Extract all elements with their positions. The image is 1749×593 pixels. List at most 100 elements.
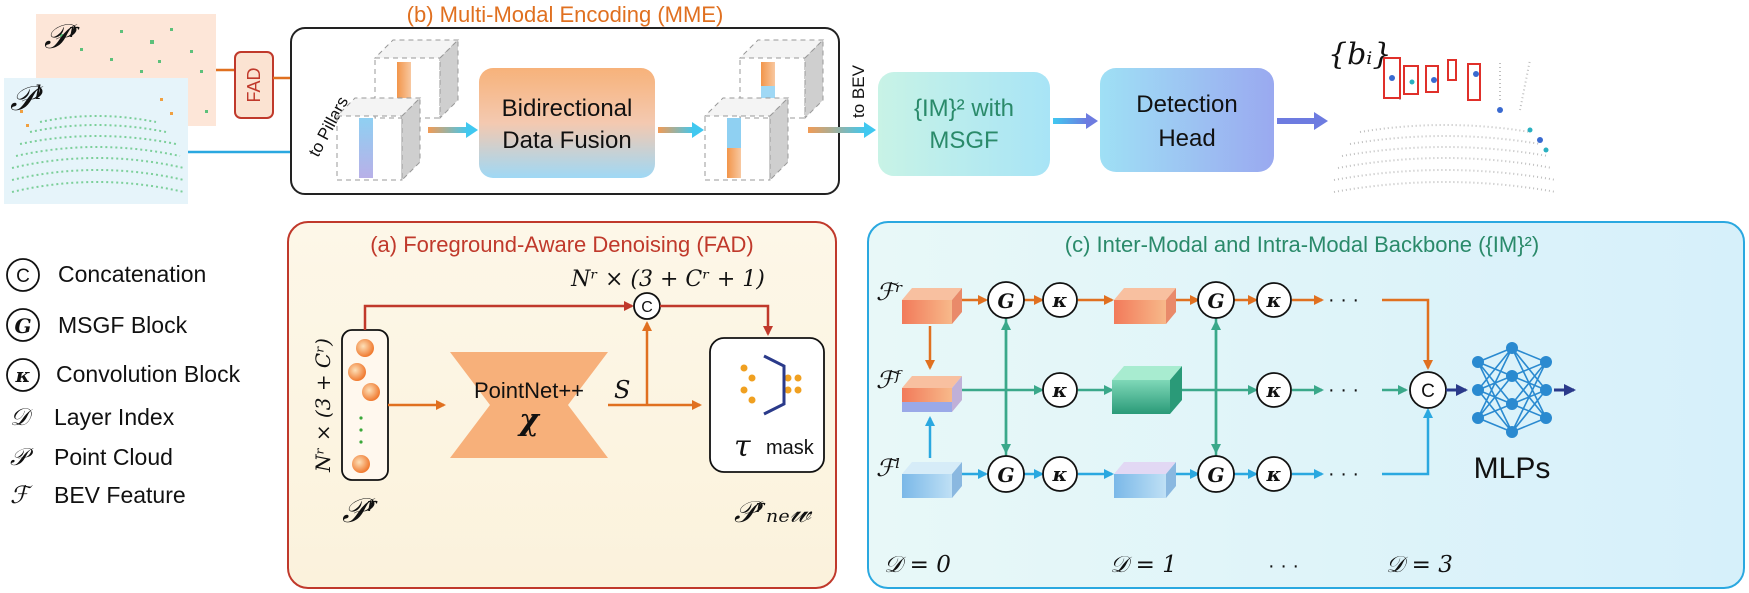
output-boxes-label: {bᵢ} (1328, 37, 1391, 72)
msgf-node-radar-d1[interactable]: G (1197, 281, 1235, 319)
conv-node-glyph: κ (1052, 462, 1068, 486)
feature-radar-label: ℱʳ (876, 278, 903, 306)
fad-point-ellipsis (359, 416, 363, 444)
mask-box (709, 337, 825, 473)
backbone-title: (c) Inter-Modal and Intra-Modal Backbone… (1065, 232, 1539, 257)
legend-concat-symbol (6, 258, 40, 292)
detection-head-box[interactable] (1100, 68, 1274, 172)
detection-output-image (1330, 30, 1560, 196)
feature-fused-block (902, 376, 962, 412)
legend-conv-symbol (6, 358, 40, 392)
fad-point (362, 383, 380, 401)
legend-cloud-label: Point Cloud (54, 444, 173, 470)
mask-tau: τ (734, 429, 751, 464)
fusion-label-line2: Data Fusion (502, 127, 631, 154)
fad-input-label: 𝒫ʳ (342, 491, 378, 531)
mme-to-im2-arrow (808, 127, 866, 133)
pointnet-shape[interactable] (450, 352, 608, 458)
fad-output-label: 𝒫ʳₙₑ𝓌 (734, 495, 813, 530)
legend-msgf-label: MSGF Block (58, 312, 188, 338)
conv-node-lidar-d1[interactable]: κ (1256, 456, 1292, 492)
head-label-line1: Detection (1136, 91, 1237, 118)
feature-lidar-block (902, 462, 962, 498)
legend-concat-glyph: C (16, 266, 30, 287)
layer-index-d0: 𝒟 = 0 (884, 552, 951, 578)
fad-point (352, 455, 370, 473)
msgf-node-lidar-d1[interactable]: G (1197, 455, 1235, 493)
feature-radar-block (902, 288, 962, 324)
fusion-to-pillars-arrow (658, 127, 694, 133)
radar-feature-block-d1 (1114, 288, 1176, 324)
mask-label: mask (766, 437, 815, 459)
fusion-label-line1: Bidirectional (502, 95, 633, 122)
legend-feature-glyph: ℱ (10, 481, 33, 509)
radar-row-to-concat (1382, 298, 1433, 370)
legend-cloud-glyph: 𝒫 (10, 443, 34, 471)
mask-points-icon (740, 364, 802, 404)
fused-row-dots: · · · (1328, 379, 1359, 401)
bidirectional-fusion-box[interactable] (479, 68, 655, 178)
feature-lidar-label: ℱˡ (876, 454, 901, 482)
legend-layer-label: Layer Index (54, 404, 175, 430)
lidar-row-to-concat (1382, 408, 1433, 476)
fused-feature-block-d1 (1112, 366, 1182, 414)
conv-node-glyph: κ (1052, 288, 1068, 312)
fad-dim-side: Nʳ × (3 + Cʳ) (311, 338, 335, 473)
head-to-output-arrow (1277, 118, 1317, 124)
legend-msgf-symbol (6, 308, 40, 342)
head-label-line2: Head (1158, 125, 1215, 152)
msgf-node-glyph: G (997, 463, 1014, 487)
mask-filter-icon (763, 354, 786, 416)
fad-point (356, 339, 374, 357)
mme-title: (b) Multi-Modal Encoding (MME) (407, 2, 724, 27)
mme-to-im2-arrowhead (864, 122, 876, 138)
backbone-concat-node[interactable]: C (1409, 371, 1447, 409)
fad-dim-top: Nʳ × (3 + Cʳ + 1) (570, 267, 765, 292)
conv-node-glyph: κ (1266, 288, 1282, 312)
lidar-point-cloud-image (4, 78, 188, 204)
fad-concat-glyph: C (641, 299, 653, 316)
conv-node-fused-d1[interactable]: κ (1256, 372, 1292, 408)
im2-label-line1: {IM}² with (914, 95, 1014, 122)
msgf-node-glyph: G (1207, 463, 1224, 487)
pointnet-chi: χ (517, 403, 541, 438)
fused-pillar-cube-top (738, 38, 825, 120)
conv-node-radar-d0[interactable]: κ (1042, 282, 1078, 318)
im2-label-line2: MSGF (929, 127, 998, 154)
fad-s-label: S (614, 376, 630, 404)
mlp-network-icon (1472, 342, 1552, 438)
legend-conv-glyph: κ (15, 363, 31, 387)
mlps-label: MLPs (1474, 452, 1551, 485)
legend: C Concatenation G MSGF Block κ Convoluti… (6, 258, 241, 509)
conv-node-fused-d0[interactable]: κ (1042, 372, 1078, 408)
layer-index-dots: · · · (1268, 555, 1299, 577)
legend-msgf-glyph: G (14, 314, 31, 338)
to-bev-label: to BEV (849, 64, 868, 118)
lidar-feature-block-d1 (1114, 462, 1176, 498)
fad-point (348, 363, 366, 381)
head-to-output-arrowhead (1314, 112, 1328, 130)
pillars-to-fusion-arrowhead (466, 122, 478, 138)
fad-tag-label: FAD (244, 67, 264, 102)
fusion-to-pillars-arrowhead (692, 122, 704, 138)
conv-node-glyph: κ (1052, 378, 1068, 402)
lidar-input-label: 𝒫ˡ (10, 79, 44, 119)
legend-feature-label: BEV Feature (54, 482, 186, 508)
layer-index-d1: 𝒟 = 1 (1110, 552, 1177, 578)
msgf-node-glyph: G (997, 289, 1014, 313)
msgf-node-radar-d0[interactable]: G (987, 281, 1025, 319)
fad-skip-line (363, 301, 634, 330)
pillars-to-fusion-arrow (428, 127, 468, 133)
conv-node-glyph: κ (1266, 378, 1282, 402)
msgf-node-lidar-d0[interactable]: G (987, 455, 1025, 493)
fad-concat-to-mask-line (660, 304, 773, 336)
conv-node-lidar-d0[interactable]: κ (1042, 456, 1078, 492)
fad-tag-box (234, 51, 274, 119)
legend-conv-label: Convolution Block (56, 361, 241, 387)
lidar-row-dots: · · · (1328, 463, 1359, 485)
layer-index-d3: 𝒟 = 3 (1386, 552, 1453, 578)
pointnet-label: PointNet++ (474, 378, 584, 403)
conv-node-radar-d1[interactable]: κ (1256, 282, 1292, 318)
im2-msgf-box[interactable] (878, 72, 1050, 176)
